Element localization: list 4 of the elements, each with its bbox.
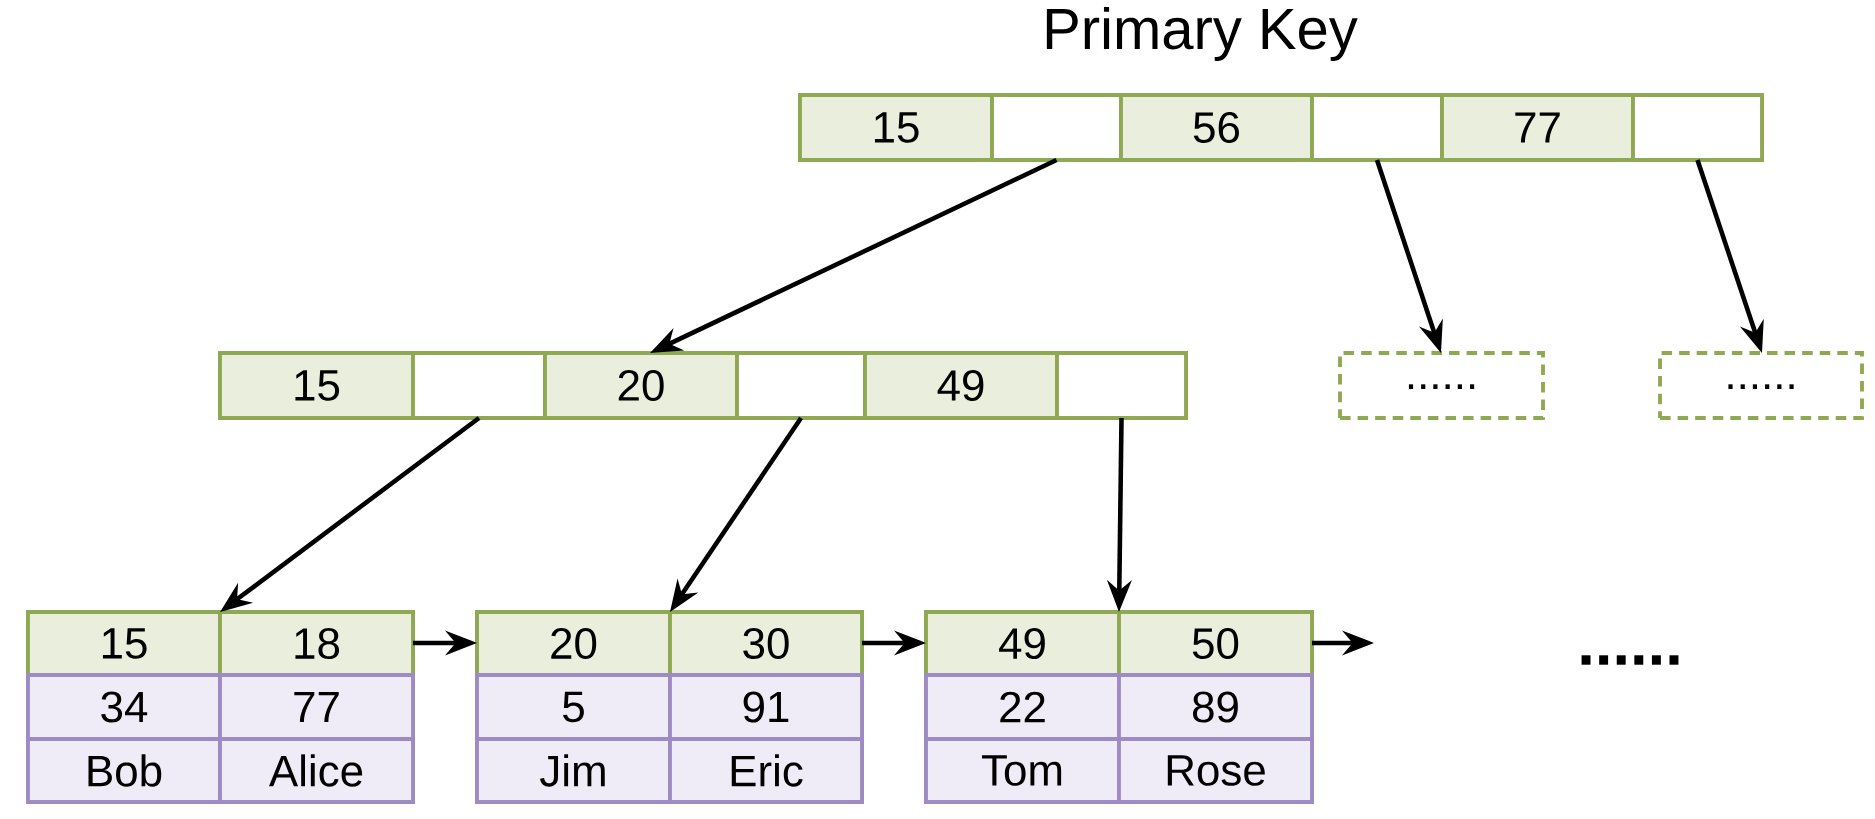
page-box: ......	[1338, 351, 1545, 420]
ellipsis: ......	[1581, 655, 1679, 665]
page-box: ......	[1658, 351, 1864, 420]
title: Primary Key	[1046, 7, 1358, 61]
